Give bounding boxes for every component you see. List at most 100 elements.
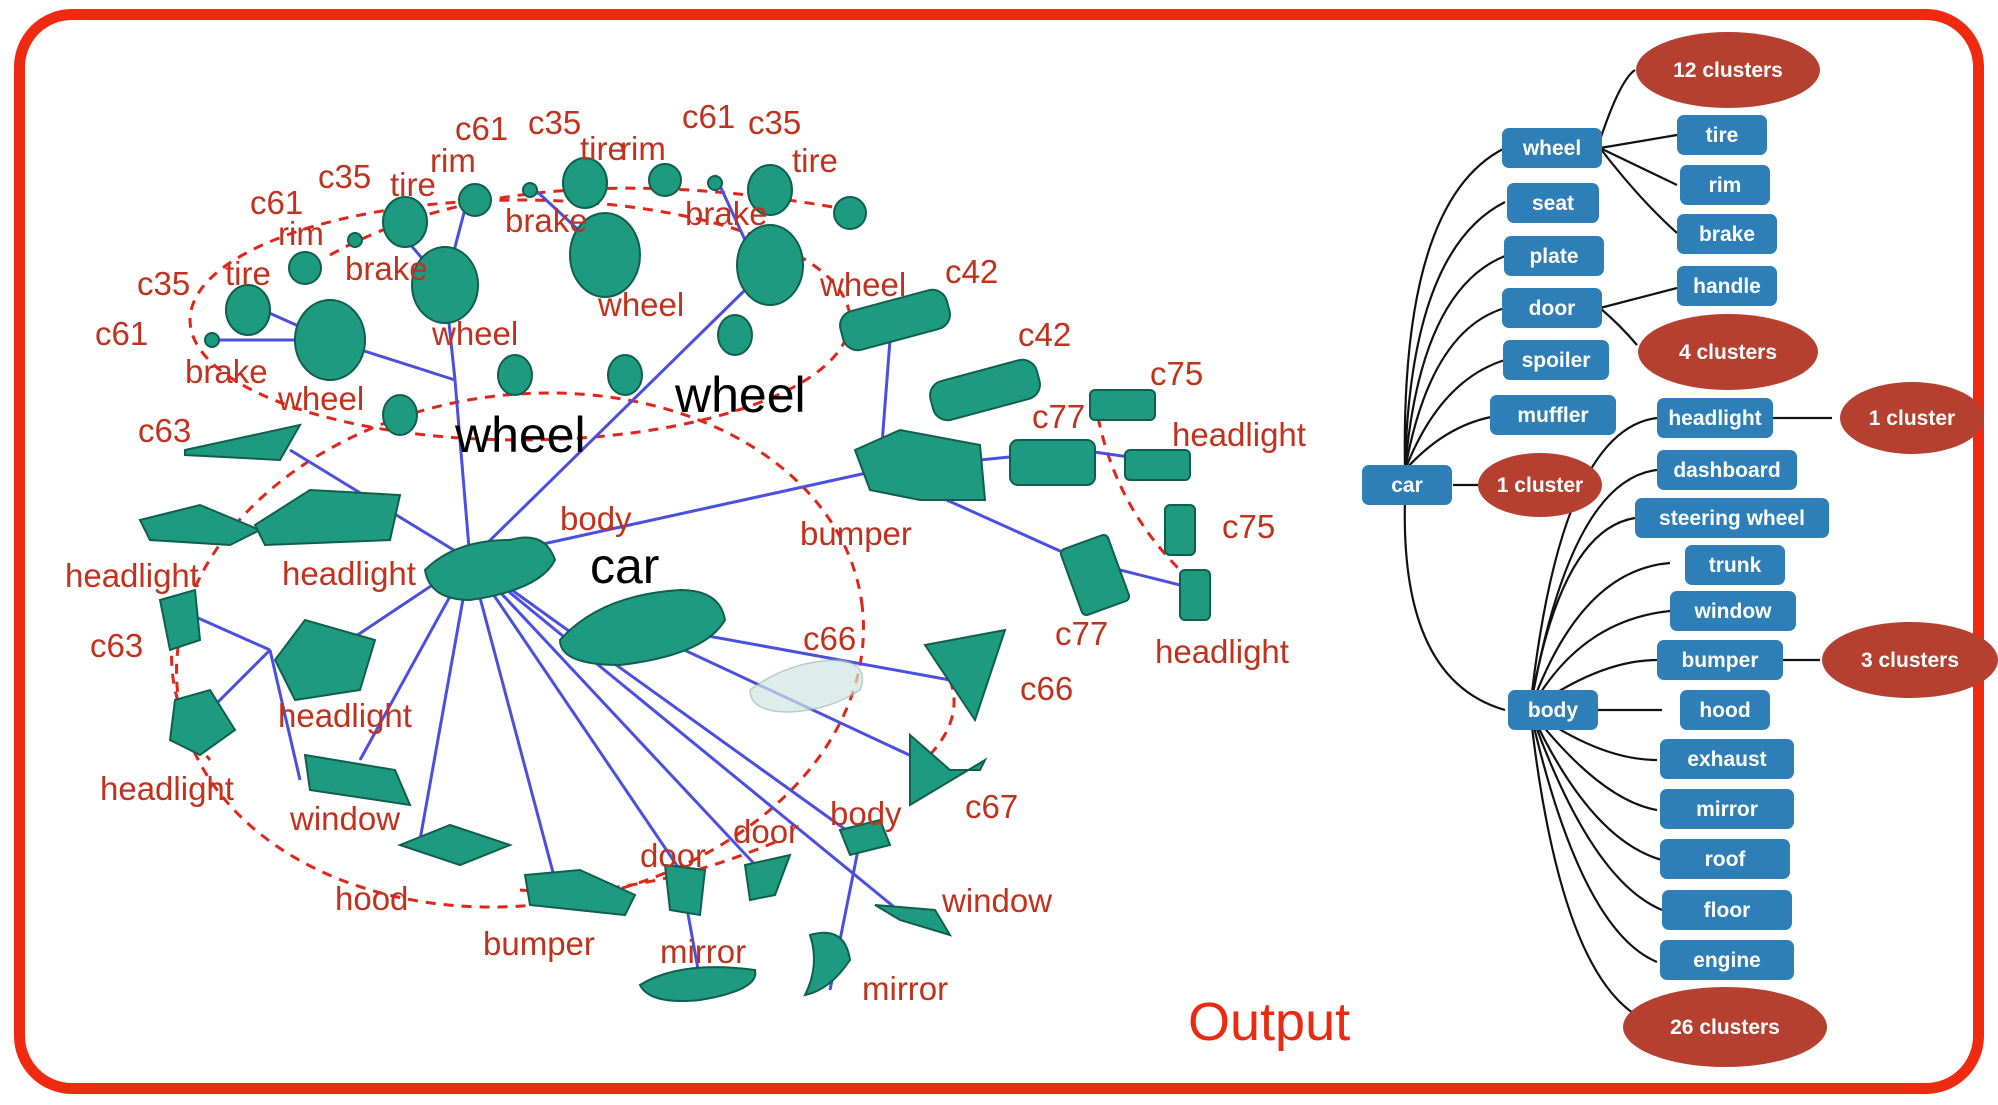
car-body-shape	[423, 536, 557, 602]
window-shape	[303, 753, 412, 807]
tree-node-label: hood	[1699, 699, 1750, 722]
cluster-label: 12 clusters	[1673, 59, 1783, 82]
cluster-headlight[interactable]: 1 cluster	[1840, 382, 1984, 454]
c42-shape	[839, 288, 951, 352]
tree-node-label: mirror	[1696, 798, 1758, 821]
tree-node-body[interactable]: body	[1508, 690, 1598, 730]
tree-node-trunk[interactable]: trunk	[1685, 545, 1785, 585]
big-label-wheel: wheel	[454, 407, 586, 463]
tree-node-label: wheel	[1522, 137, 1581, 160]
cluster-body[interactable]: 26 clusters	[1623, 987, 1827, 1067]
c66-shape	[923, 628, 1007, 723]
brake-shape	[204, 332, 220, 348]
tree-node-label: exhaust	[1687, 748, 1766, 771]
part-label: mirror	[660, 933, 746, 970]
rim-shape	[833, 196, 867, 230]
tree-node-dashboard[interactable]: dashboard	[1657, 450, 1797, 490]
cluster-label: 26 clusters	[1670, 1016, 1780, 1039]
parts	[138, 157, 1211, 1002]
wheel-shape	[736, 224, 804, 306]
part-label: c67	[965, 788, 1018, 825]
rim-shape	[648, 163, 682, 197]
part-label: door	[733, 813, 799, 850]
part-label: c61	[250, 184, 303, 221]
tree-node-engine[interactable]: engine	[1660, 940, 1794, 980]
part-label: c35	[137, 265, 190, 302]
output-label: Output	[1188, 992, 1350, 1052]
cluster-label: 4 clusters	[1679, 341, 1777, 364]
part-label: c63	[138, 412, 191, 449]
cluster-wheel[interactable]: 12 clusters	[1636, 32, 1820, 108]
part-label: c66	[1020, 670, 1073, 707]
part-label: window	[941, 882, 1052, 919]
part-label: c75	[1150, 355, 1203, 392]
tree-node-spoiler[interactable]: spoiler	[1503, 340, 1609, 380]
tree-node-label: trunk	[1709, 554, 1762, 577]
tree-node-steering-wheel[interactable]: steering wheel	[1635, 498, 1829, 538]
car-ghost-shape	[749, 659, 864, 713]
part-label: headlight	[278, 697, 412, 734]
part-label: window	[289, 800, 400, 837]
part-label: bumper	[483, 925, 595, 962]
tree-node-brake[interactable]: brake	[1677, 214, 1777, 254]
brake-shape	[347, 232, 363, 248]
tree-node-roof[interactable]: roof	[1660, 839, 1790, 879]
hood-shape	[397, 823, 513, 867]
tree-node-rim[interactable]: rim	[1680, 165, 1770, 205]
tree-node-hood[interactable]: hood	[1680, 690, 1770, 730]
part-label: tire	[390, 166, 436, 203]
ring-bumper	[1093, 399, 1182, 572]
wheel-shape	[411, 246, 479, 324]
tree-node-handle[interactable]: handle	[1677, 266, 1777, 306]
headlight-shape	[168, 688, 237, 757]
tree-node-label: door	[1529, 297, 1576, 320]
tree-node-label: floor	[1704, 899, 1751, 922]
cluster-door[interactable]: 4 clusters	[1638, 314, 1818, 390]
tree-node-door[interactable]: door	[1502, 288, 1602, 328]
cluster-bumper[interactable]: 3 clusters	[1822, 622, 1998, 698]
part-label: body	[830, 795, 902, 832]
tree-node-floor[interactable]: floor	[1662, 890, 1792, 930]
tree-node-bumper[interactable]: bumper	[1657, 640, 1783, 680]
c42-shape	[929, 358, 1041, 422]
tree-node-label: rim	[1709, 174, 1742, 197]
tree-node-tire[interactable]: tire	[1677, 115, 1767, 155]
tree-node-muffler[interactable]: muffler	[1490, 395, 1616, 435]
car-shape	[558, 588, 727, 667]
cluster-label: 1 cluster	[1497, 474, 1583, 497]
part-label: c35	[528, 104, 581, 141]
part-label: c42	[1018, 316, 1071, 353]
part-label: wheel	[277, 380, 364, 417]
tree-node-label: plate	[1529, 245, 1578, 268]
tree-node-exhaust[interactable]: exhaust	[1660, 739, 1794, 779]
c77-shape	[1009, 439, 1096, 486]
tree-node-seat[interactable]: seat	[1507, 183, 1599, 223]
headlight-shape	[138, 503, 263, 547]
tree-node-plate[interactable]: plate	[1504, 236, 1604, 276]
part-label: brake	[685, 195, 768, 232]
wheel-shape	[569, 212, 641, 298]
window-shape	[874, 904, 953, 937]
c77-shape	[1059, 533, 1131, 617]
tree-node-wheel[interactable]: wheel	[1502, 128, 1602, 168]
tree-node-label: car	[1391, 474, 1423, 497]
part-label: door	[640, 837, 706, 874]
wheel-shape	[607, 354, 643, 396]
tree-node-headlight[interactable]: headlight	[1657, 398, 1773, 438]
tree-node-window[interactable]: window	[1670, 591, 1796, 631]
tree-node-label: muffler	[1517, 404, 1588, 427]
part-label: c63	[90, 627, 143, 664]
tree-node-label: window	[1694, 600, 1773, 623]
frame-border	[14, 9, 1984, 1094]
part-label: wheel	[597, 286, 684, 323]
part-label: mirror	[862, 970, 948, 1007]
c63-shape	[158, 588, 202, 652]
door-shape	[663, 863, 707, 917]
wheel-shape	[382, 394, 418, 436]
tree-node-car[interactable]: car	[1362, 465, 1452, 505]
part-label: headlight	[1172, 416, 1306, 453]
tree-node-mirror[interactable]: mirror	[1660, 789, 1794, 829]
cluster-root[interactable]: 1 cluster	[1478, 453, 1602, 517]
tire-shape	[562, 157, 608, 209]
headlight-shape	[1124, 449, 1191, 481]
